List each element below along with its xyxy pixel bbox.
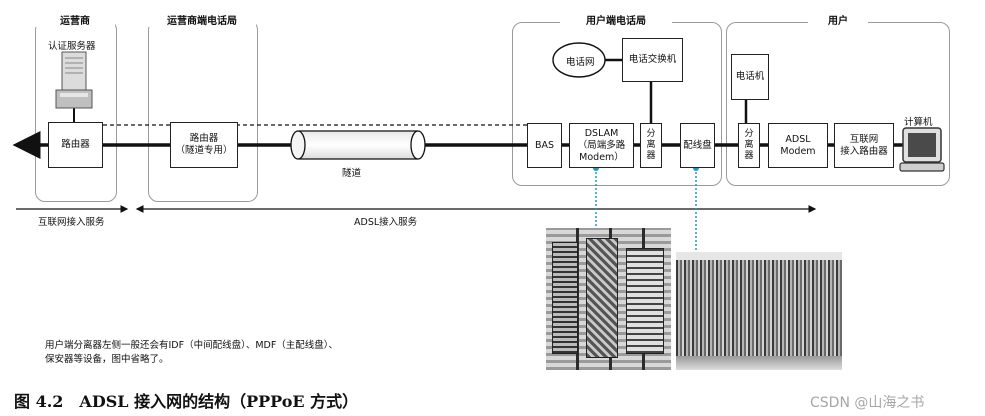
- computer-label: 计算机: [904, 117, 933, 128]
- dslam-box: DSLAM （局端多路 Modem）: [569, 123, 634, 168]
- phone-switch-box: 电话交换机: [622, 38, 683, 82]
- isp-office-group: [148, 20, 258, 202]
- tunnel-router-box: 路由器 （隧道专用）: [170, 122, 238, 168]
- user-splitter-label: 分离器: [744, 129, 754, 161]
- footnote-line-1: 用户端分离器左侧一般还会有IDF（中间配线盘）、MDF（主配线盘）、: [45, 340, 339, 351]
- dslam-sublabel-1: （局端多路: [577, 139, 626, 151]
- dslam-label: DSLAM: [584, 127, 619, 139]
- bas-box: BAS: [527, 123, 562, 168]
- user-splitter-box: 分离器: [738, 123, 760, 168]
- user-office-group-title: 用户端电话局: [560, 12, 672, 27]
- adsl-modem-sublabel: Modem: [780, 145, 816, 157]
- isp-group: [35, 20, 117, 202]
- mdf-frame-photo: [676, 252, 842, 370]
- adsl-modem-label: ADSL: [785, 133, 811, 145]
- figure-caption: 图 4.2 ADSL 接入网的结构（PPPoE 方式）: [14, 392, 359, 411]
- watermark: CSDN @山海之书: [810, 395, 925, 411]
- office-splitter-label: 分离器: [646, 129, 656, 161]
- tunnel-cylinder: [290, 130, 426, 160]
- access-router-label: 互联网: [849, 133, 879, 145]
- footnote-line-2: 保安器等设备，图中省略了。: [45, 354, 169, 365]
- tunnel-router-sublabel: （隧道专用）: [175, 145, 233, 156]
- dslam-rack-photo: [546, 228, 671, 370]
- phone-network-label: 电话网: [566, 57, 595, 68]
- auth-server-label: 认证服务器: [48, 41, 96, 52]
- dslam-sublabel-2: Modem）: [579, 151, 624, 163]
- mdf-box: 配线盘: [680, 123, 715, 168]
- office-splitter-box: 分离器: [640, 123, 662, 168]
- tunnel-router-label: 路由器: [189, 133, 219, 144]
- isp-router-box: 路由器: [48, 122, 103, 168]
- adsl-service-label: ADSL接入服务: [354, 217, 418, 228]
- access-router-sublabel: 接入路由器: [840, 145, 888, 157]
- user-group-title: 用户: [808, 12, 868, 27]
- isp-office-group-title: 运营商端电话局: [148, 12, 256, 27]
- adsl-modem-box: ADSL Modem: [768, 123, 828, 168]
- tunnel-label: 隧道: [342, 168, 362, 179]
- internet-service-label: 互联网接入服务: [38, 217, 105, 228]
- server-icon: [55, 51, 93, 109]
- computer-icon: [899, 127, 945, 172]
- access-router-box: 互联网 接入路由器: [834, 123, 894, 168]
- footnote: 用户端分离器左侧一般还会有IDF（中间配线盘）、MDF（主配线盘）、 保安器等设…: [45, 339, 338, 367]
- phone-box: 电话机: [731, 54, 769, 100]
- isp-group-title: 运营商: [35, 12, 115, 27]
